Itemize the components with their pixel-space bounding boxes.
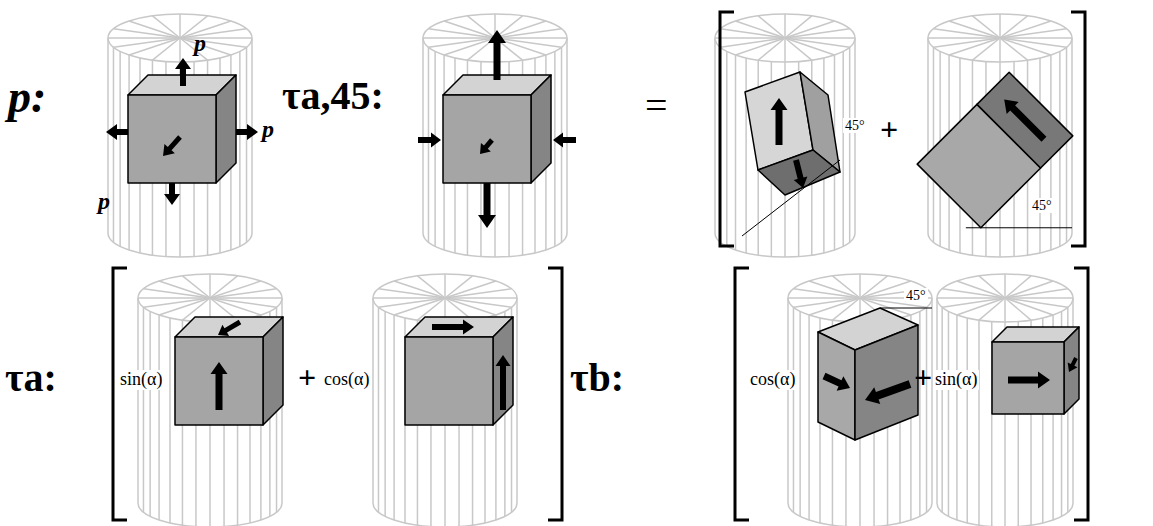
cube-side-face [1064,327,1079,414]
stress-arrow [211,362,228,410]
stress-arrow [175,58,191,86]
cube-front-face [443,95,531,183]
cylinder-outline [937,274,1073,526]
cylinder-outline [423,14,567,257]
cube-front-face [992,342,1064,414]
stress-arrow [218,320,241,336]
stress-arrow [865,380,911,404]
cube-side-face [531,75,551,183]
bracket [720,12,734,246]
equals-sign: = [645,84,668,128]
stress-arrow [496,355,511,410]
stress-arrow [1008,372,1050,389]
coefficient: cos(α) [748,370,797,390]
plus-sign: + [298,360,316,395]
stress-arrow [488,30,506,80]
bracket [735,268,749,520]
cube-side-face [855,325,918,440]
cube-front-face [818,332,855,440]
stress-arrow [793,159,807,188]
state-symbol: p: [8,72,46,123]
stress-arrow [106,124,128,140]
angle-label: 45° [904,288,928,303]
plus-sign: + [914,360,932,395]
stress-arrow [823,373,850,391]
cylinder-outline [788,274,932,526]
angle-label: 45° [843,118,867,133]
stress-arrow [1004,99,1046,141]
pressure-label: p [194,30,206,56]
stress-arrow [164,183,180,205]
cube-side-face [263,317,283,425]
angle-label: 45° [1030,198,1054,213]
plus-sign: + [880,112,898,147]
cylinder-outline [373,274,517,526]
cube-front-face [175,337,263,425]
stress-arrow [553,133,576,148]
angle-line [880,308,932,309]
stress-arrow [771,98,788,145]
stress-arrow [1068,357,1078,372]
cube-side-face [493,317,513,425]
pressure-label: p [262,116,274,142]
coefficient: sin(α) [933,370,979,390]
state-symbol: τb: [570,356,624,400]
angle-line [966,227,1072,228]
stress-arrow [418,133,441,148]
bracket [1071,12,1085,246]
stress-arrow [236,124,258,140]
bracket [548,268,562,520]
angle-line [742,160,840,236]
cube-side-face [216,75,236,183]
cube-bottom-face [758,150,840,195]
coefficient: sin(α) [118,370,164,390]
cube-front-face [405,337,493,425]
pressure-label: p [98,188,110,214]
stress-arrow [478,183,496,228]
cylinder-outline [715,14,855,257]
coefficient: cos(α) [322,370,371,390]
stress-arrow [163,135,182,156]
bracket [1074,268,1088,520]
stress-arrow [432,320,474,335]
cube-front-face [128,95,216,183]
cylinder-outline [138,274,282,526]
stress-arrow [480,138,494,154]
state-symbol: τa: [5,356,57,400]
state-symbol: τa,45: [282,74,384,118]
cylinder-outline [108,14,252,257]
bracket [113,268,127,520]
cube-side-face [977,72,1073,168]
